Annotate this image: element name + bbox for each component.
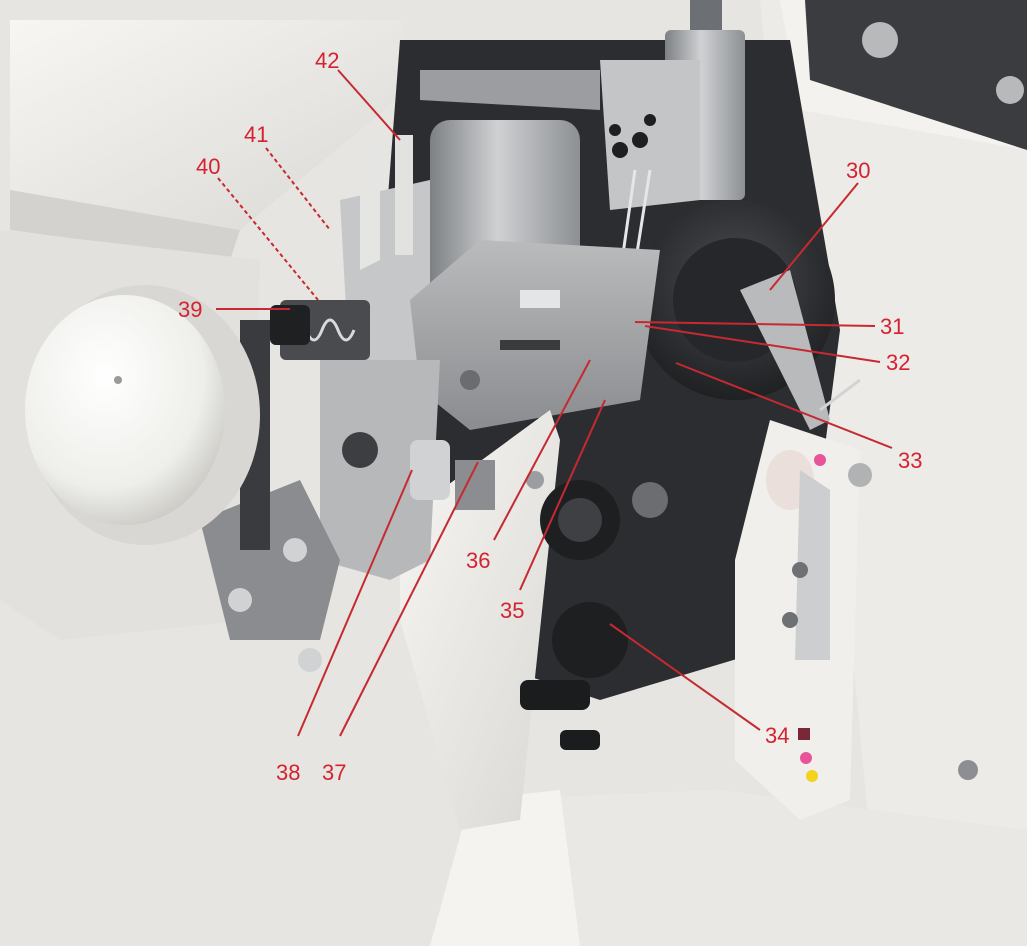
leader-32 — [644, 325, 881, 363]
looper-block — [320, 360, 495, 580]
leader-35 — [519, 399, 606, 591]
callout-label-39: 39 — [178, 297, 202, 322]
guard-plate — [340, 135, 430, 380]
leader-37 — [339, 461, 479, 737]
callout-label-34: 34 — [765, 723, 789, 748]
guide-arm — [740, 270, 861, 430]
leader-31 — [634, 321, 876, 327]
callout-label-42: 42 — [315, 48, 339, 73]
callout-label-31: 31 — [880, 314, 904, 339]
leader-38 — [297, 469, 413, 737]
leader-42 — [337, 69, 401, 141]
handwheel-knob — [25, 285, 260, 545]
leader-30 — [769, 182, 859, 291]
callout-label-36: 36 — [466, 548, 490, 573]
leader-40 — [217, 177, 319, 301]
needle-bar-assembly — [600, 0, 745, 311]
callout-label-40: 40 — [196, 154, 220, 179]
callout-label-30: 30 — [846, 158, 870, 183]
tension-spring — [270, 300, 370, 360]
callout-label-41: 41 — [244, 122, 268, 147]
callout-label-37: 37 — [322, 760, 346, 785]
callout-label-32: 32 — [886, 350, 910, 375]
leader-34 — [609, 623, 761, 731]
leader-33 — [675, 362, 893, 449]
callout-label-33: 33 — [898, 448, 922, 473]
callout-label-35: 35 — [500, 598, 524, 623]
color-code-guide — [735, 420, 978, 820]
front-cover — [400, 410, 560, 830]
callout-label-38: 38 — [276, 760, 300, 785]
leader-41 — [265, 147, 331, 231]
leader-36 — [493, 359, 591, 541]
needle-plate — [410, 240, 660, 430]
